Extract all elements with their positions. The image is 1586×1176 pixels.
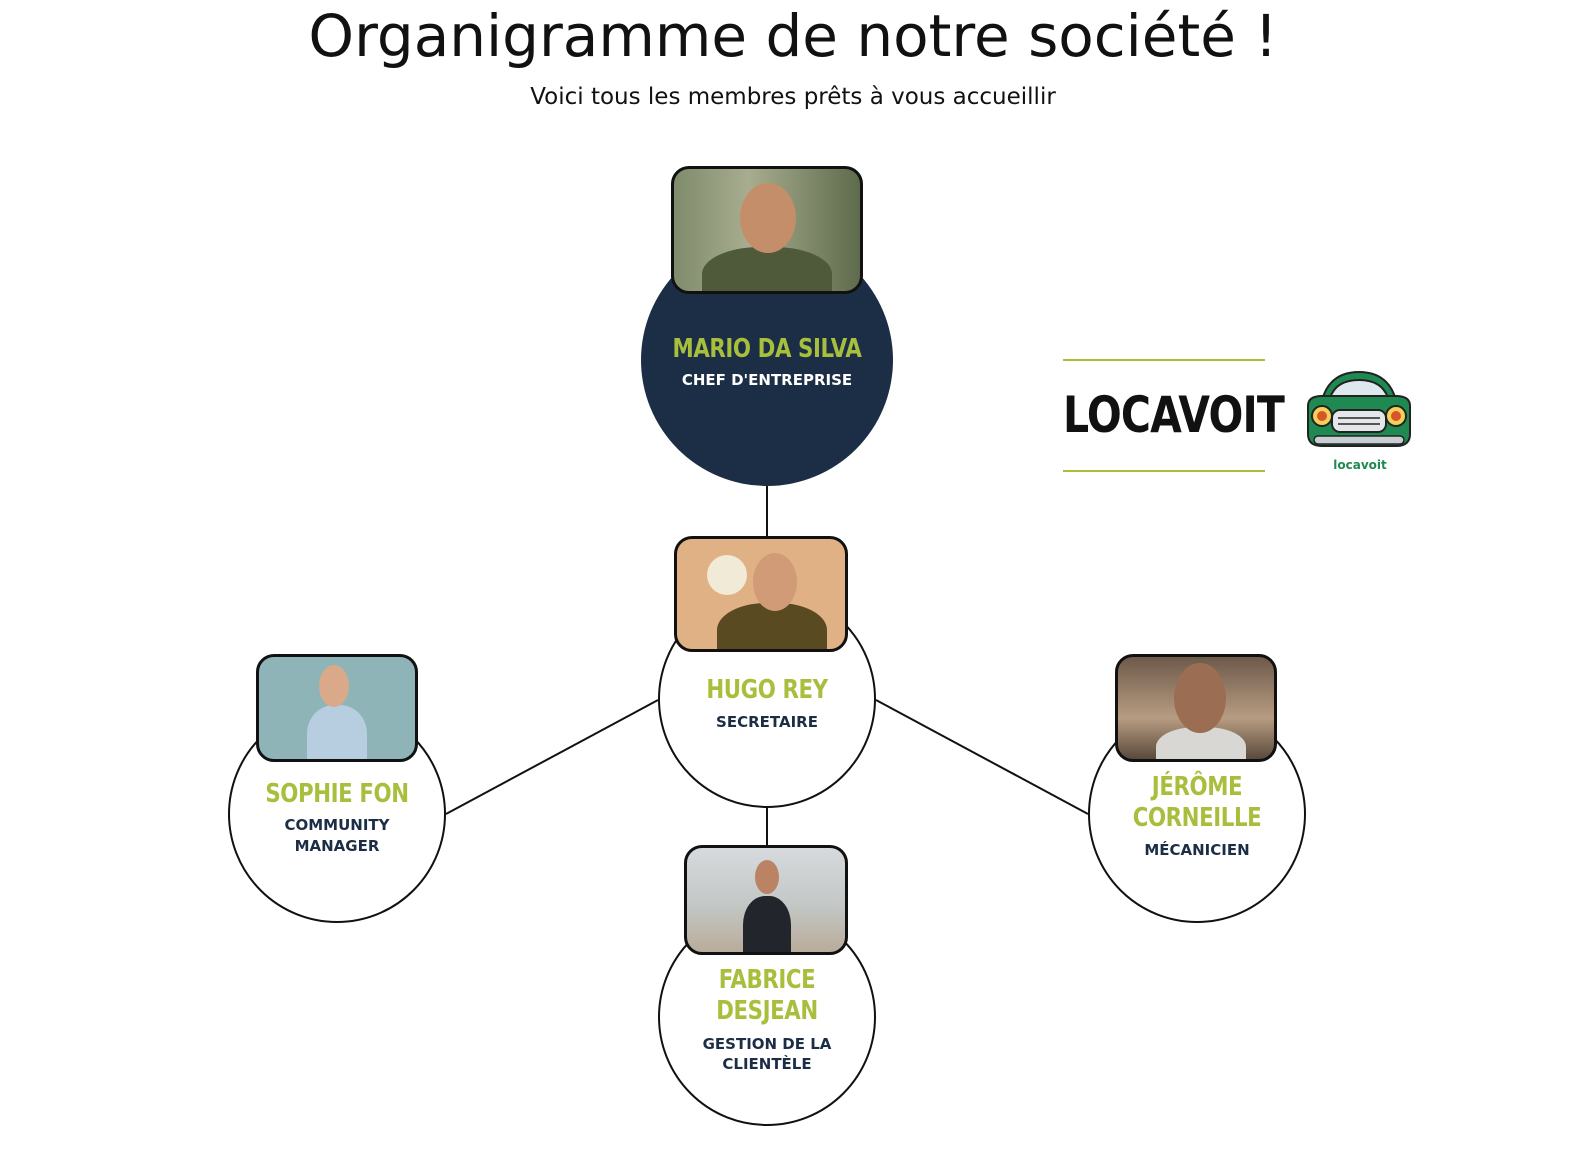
community-role-line1: COMMUNITY [284,816,390,834]
ceo-name: MARIO DA SILVA [672,334,862,364]
customer-role-line1: GESTION DE LA [702,1035,832,1053]
connector-secretary-mechanic [875,699,1089,815]
brand-line-bottom [1063,470,1265,472]
brand-name: LOCAVOIT [1063,386,1285,444]
secretary-photo [674,536,848,652]
mechanic-role: MÉCANICIEN [1144,841,1250,859]
mechanic-name-line1: JÉRÔME [1151,772,1243,802]
brand-logo-caption: locavoit [1333,458,1387,472]
community-role-line2: MANAGER [294,837,380,855]
brand-line-top [1063,359,1265,361]
community-name: SOPHIE FON [265,779,409,809]
connector-secretary-community [445,699,659,815]
mechanic-name-line2: CORNEILLE [1132,803,1262,833]
customer-name-line2: DESJEAN [716,996,818,1026]
secretary-name: HUGO REY [706,675,828,705]
secretary-role: SECRETAIRE [716,713,818,731]
mechanic-photo [1115,654,1277,762]
page-subtitle: Voici tous les membres prêts à vous accu… [530,84,1056,110]
customer-role-line2: CLIENTÈLE [722,1055,812,1073]
car-logo-icon [1307,370,1411,447]
ceo-role: CHEF D'ENTREPRISE [681,371,853,389]
ceo-photo [671,166,863,294]
community-photo [256,654,418,762]
page-title: Organigramme de notre société ! [308,2,1278,70]
customer-name-line1: FABRICE [718,965,816,995]
customer-photo [684,845,848,955]
